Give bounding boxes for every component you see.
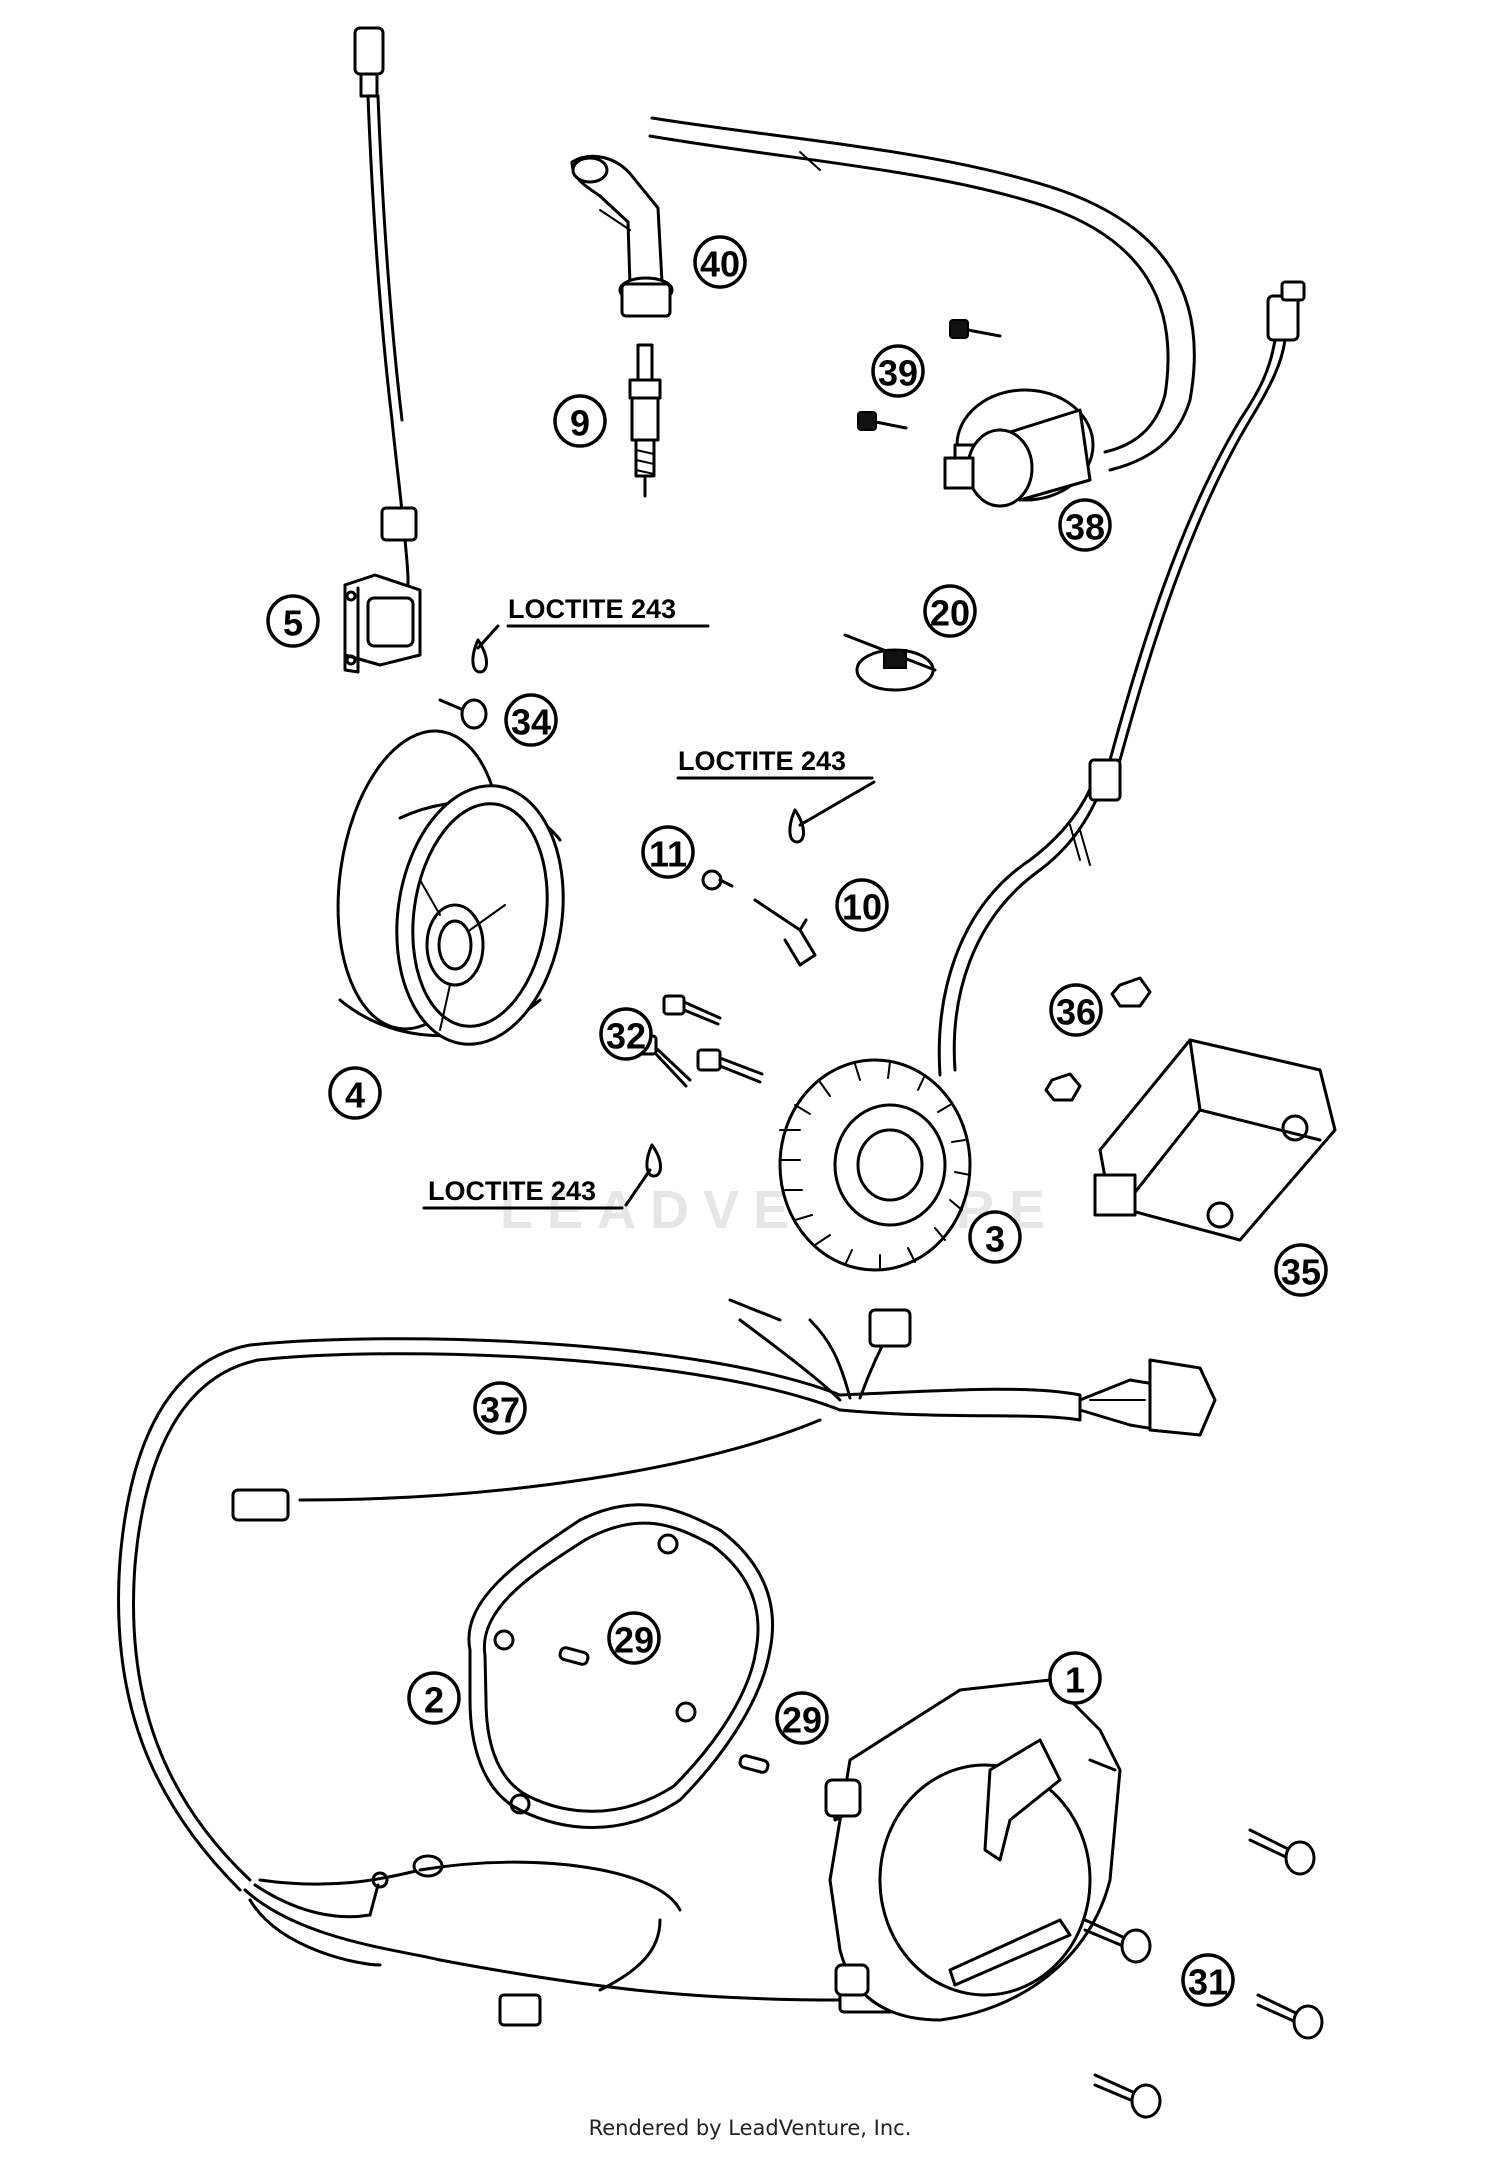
svg-text:2: 2 xyxy=(424,1680,444,1721)
svg-text:31: 31 xyxy=(1188,1962,1228,2003)
svg-text:40: 40 xyxy=(700,244,740,285)
callout-29-b: 29 xyxy=(775,1691,829,1745)
svg-text:LOCTITE 243: LOCTITE 243 xyxy=(428,1176,596,1206)
stator-part xyxy=(778,280,1306,1272)
pickup-sensor-part xyxy=(343,26,422,674)
loctite-note-3: LOCTITE 243 xyxy=(422,1168,652,1210)
callout-9: 9 xyxy=(553,394,607,448)
svg-text:36: 36 xyxy=(1056,992,1096,1033)
svg-text:11: 11 xyxy=(649,834,687,875)
footer-credit: Rendered by LeadVenture, Inc. xyxy=(588,2116,912,2140)
cable-tie-part xyxy=(843,633,937,692)
svg-text:32: 32 xyxy=(606,1016,646,1057)
svg-text:39: 39 xyxy=(878,353,918,394)
screw-11-plate-10-part xyxy=(701,808,817,967)
cover-screws-part xyxy=(1083,1828,1324,2119)
svg-text:20: 20 xyxy=(930,593,970,634)
svg-text:38: 38 xyxy=(1065,507,1105,548)
svg-text:LOCTITE 243: LOCTITE 243 xyxy=(508,594,676,624)
callout-31: 31 xyxy=(1181,1953,1235,2007)
svg-text:LOCTITE 243: LOCTITE 243 xyxy=(678,746,846,776)
loctite-note-1: LOCTITE 243 xyxy=(476,594,710,650)
callout-11: 11 xyxy=(641,825,695,879)
dowel-pins-part xyxy=(558,1646,770,1774)
svg-text:35: 35 xyxy=(1281,1252,1321,1293)
svg-text:10: 10 xyxy=(842,887,882,928)
ignition-coil-part xyxy=(943,388,1095,508)
ht-lead-part xyxy=(648,116,1196,472)
callout-38: 38 xyxy=(1058,498,1112,552)
wiring-harness-part xyxy=(117,1298,1217,2027)
svg-text:37: 37 xyxy=(480,1390,520,1431)
svg-text:29: 29 xyxy=(614,1620,654,1661)
callout-5: 5 xyxy=(266,594,320,648)
callout-1: 1 xyxy=(1048,1651,1102,1705)
callout-34: 34 xyxy=(504,693,558,747)
flywheel-part xyxy=(336,729,565,1046)
callout-37: 37 xyxy=(473,1381,527,1435)
callout-39: 39 xyxy=(871,344,925,398)
ignition-cover-part xyxy=(824,1678,1122,2022)
callout-29-a: 29 xyxy=(607,1611,661,1665)
coil-screws-part xyxy=(857,319,1002,431)
screw-34-part xyxy=(438,638,488,730)
svg-text:1: 1 xyxy=(1065,1660,1085,1701)
nuts-36-part xyxy=(1044,976,1152,1102)
callout-10: 10 xyxy=(835,878,889,932)
bolts-32-part xyxy=(634,994,764,1178)
callout-3: 3 xyxy=(968,1210,1022,1264)
svg-text:34: 34 xyxy=(511,702,551,743)
callout-20: 20 xyxy=(923,584,977,638)
svg-text:9: 9 xyxy=(570,403,590,444)
callout-35: 35 xyxy=(1274,1243,1328,1297)
svg-text:3: 3 xyxy=(985,1219,1005,1260)
callout-4: 4 xyxy=(328,1066,382,1120)
callout-40: 40 xyxy=(693,235,747,289)
regulator-part xyxy=(1093,1038,1337,1242)
svg-text:29: 29 xyxy=(782,1700,822,1741)
callout-36: 36 xyxy=(1049,983,1103,1037)
svg-text:5: 5 xyxy=(283,603,303,644)
spark-plug-cap-part xyxy=(570,154,674,318)
loctite-note-2: LOCTITE 243 xyxy=(676,746,876,827)
spark-plug-part xyxy=(628,343,662,498)
callout-2: 2 xyxy=(407,1671,461,1725)
cover-gasket-part xyxy=(467,1503,775,1829)
callout-32: 32 xyxy=(599,1007,653,1061)
svg-text:4: 4 xyxy=(345,1075,365,1116)
